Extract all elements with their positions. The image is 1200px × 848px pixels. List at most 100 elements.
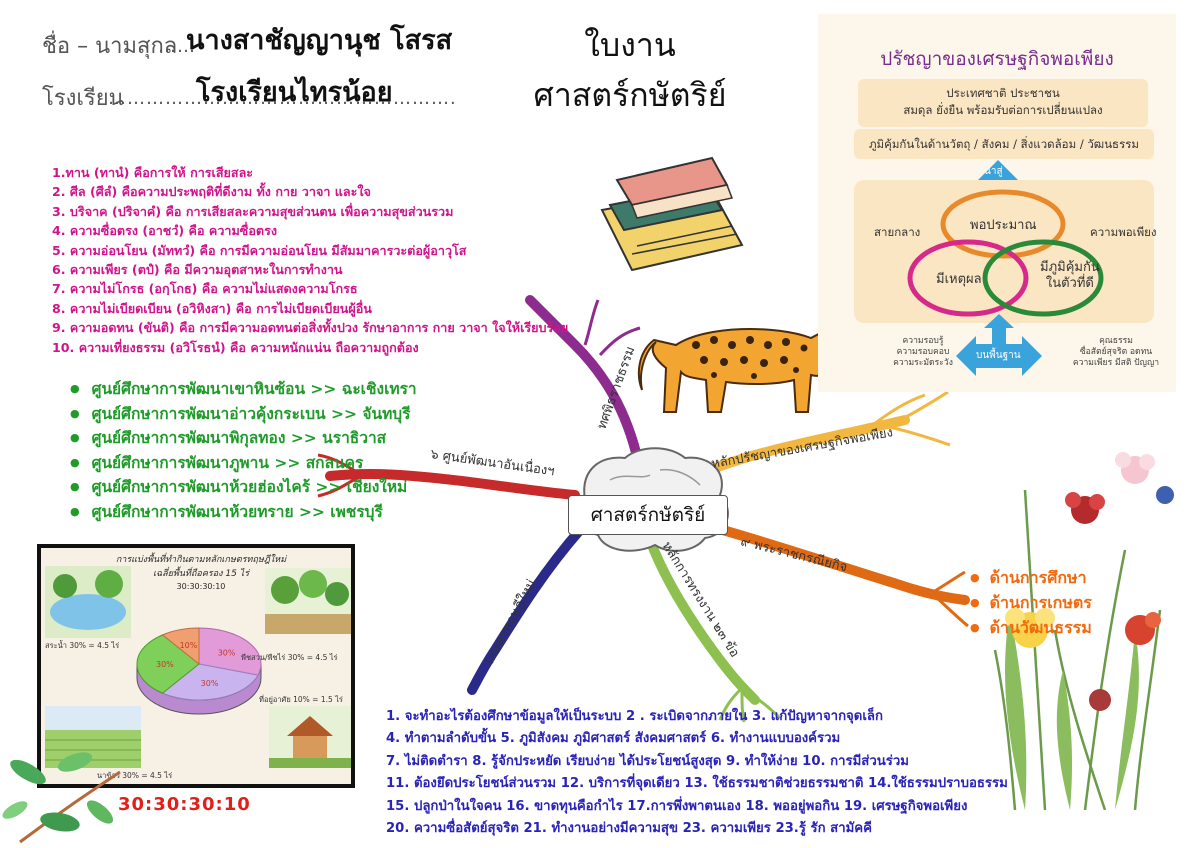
knowledge-line-1: ความรอบคอบ: [896, 347, 950, 357]
pie-slice-label: 30%: [156, 660, 174, 669]
ring-reasonableness: มีเหตุผล: [936, 272, 982, 287]
pie-slice-label: 10%: [180, 641, 198, 650]
branch-label-new-theory: เกษตรทฤษฎีใหม่: [481, 577, 539, 667]
worksheet-subtitle: ศาสตร์กษัตริย์: [533, 76, 727, 114]
ring-immunity-line-1: มีภูมิคุ้มกัน: [1040, 260, 1100, 275]
new-theory-chart: การแบ่งพื้นที่ทำกินตามหลักเกษตรทฤษฎีใหม่…: [37, 544, 355, 788]
virtue-item: 1.ทาน (ทานํ) คือการให้ การเสียสละ: [52, 165, 254, 180]
knowledge-line-2: ความระมัดระวัง: [893, 358, 953, 368]
royal-duty-item: ด้านการศึกษา: [970, 565, 1092, 590]
annotation-pond: สระน้ำ 30% = 4.5 ไร่: [45, 641, 120, 650]
royal-duty-item: ด้านการเกษตร: [970, 590, 1092, 615]
center-item: ศูนย์ศึกษาการพัฒนาพิกุลทอง >> นราธิวาส: [70, 426, 470, 451]
knowledge-block: ความรอบรู้ ความรอบคอบ ความระมัดระวัง: [878, 336, 968, 369]
branch-yellow: [705, 415, 910, 475]
center-item: ศูนย์ศึกษาการพัฒนาเขาหินซ้อน >> ฉะเชิงเท…: [70, 377, 470, 402]
virtue-block: คุณธรรม ซื่อสัตย์สุจริต อดทน ความเพียร ม…: [1058, 336, 1174, 369]
arrow-up-label: นำสู่: [984, 166, 1003, 177]
virtue-item: 9. ความอดทน (ขันติ) คือ การมีความอดทนต่อ…: [52, 320, 569, 336]
flower-red-2: [1125, 612, 1161, 645]
philosophy-goal-box: ประเทศชาติ ประชาชน สมดุล ยั่งยืน พร้อมรั…: [858, 79, 1148, 127]
philosophy-title: ปรัชญาของเศรษฐกิจพอเพียง: [880, 48, 1114, 70]
orchard-thumbnail: [265, 568, 351, 634]
books-illustration: [600, 156, 744, 272]
principle-line: 20. ความซื่อสัตย์สุจริต 21. ทำงานอย่างมี…: [386, 821, 872, 837]
pie-slice: [136, 634, 200, 694]
virtue-item: 10. ความเที่ยงธรรม (อวิโรธนํ) คือ ความหน…: [52, 339, 419, 355]
base-label: บนพื้นฐาน: [976, 350, 1021, 361]
school-name: โรงเรียนไทรน้อย: [196, 77, 393, 108]
principle-line: 7. ไม่ติดตำรา 8. รู้จักประหยัด เรียบง่าย…: [386, 753, 909, 769]
dimensions-box: ภูมิคุ้มกันในด้านวัตถุ / สังคม / สิ่งแวด…: [854, 129, 1154, 159]
virtue-item: 6. ความเพียร (ตปํ) คือ มีความอุตสาหะในกา…: [52, 262, 343, 278]
center-item: ศูนย์ศึกษาการพัฒนาภูพาน >> สกลนคร: [70, 451, 470, 476]
branch-label-principles: หลักการทรงงาน ๒๓ ข้อ: [659, 539, 742, 660]
virtue-item: 7. ความไม่โกรธ (อกฺโกธ) คือ ความไม่แสดงค…: [52, 281, 358, 297]
arrow-base-icon: [956, 314, 1042, 376]
branch-label-royal-duties: ๙ พระราชกรณียกิจ: [739, 533, 849, 575]
principle-line: 15. ปลูกป่าในใจคน 16. ขาดทุนคือกำไร 17.ก…: [386, 798, 968, 814]
pie-slice-label: 30%: [218, 648, 236, 657]
paddy-thumbnail: [45, 706, 141, 768]
principle-line: 1. จะทำอะไรต้องศึกษาข้อมูลให้เป็นระบบ 2 …: [386, 709, 883, 724]
school-label: โรงเรียน: [42, 86, 124, 111]
worksheet-title: ใบงาน: [584, 26, 676, 64]
royal-duties-list: ด้านการศึกษา ด้านการเกษตร ด้านวัฒนธรรม: [970, 565, 1092, 640]
virtue-item: 5. ความอ่อนโยน (มัททวํ) คือ การมีความอ่อ…: [52, 242, 467, 258]
leopard-illustration: [637, 325, 858, 413]
branch-label-philosophy: หลักปรัชญาของเศรษฐกิจพอเพียง: [710, 424, 894, 472]
virtue-item: 3. บริจาค (ปริจาคํ) คือ การเสียสละความสุ…: [52, 203, 454, 219]
ring-moderation: พอประมาณ: [970, 218, 1037, 233]
goal-line-2: สมดุล ยั่งยืน พร้อมรับต่อการเปลี่ยนแปลง: [903, 103, 1103, 117]
ring-immunity: มีภูมิคุ้มกัน ในตัวที่ดี: [1040, 260, 1100, 292]
ratio-label: 30:30:30:10: [118, 794, 251, 815]
philosophy-panel: ปรัชญาของเศรษฐกิจพอเพียง ประเทศชาติ ประช…: [818, 14, 1176, 392]
virtue-item: 4. ความซื่อตรง (อาชวํ) คือ ความซื่อตรง: [52, 223, 277, 239]
school-dots: ……………………………………………….: [108, 88, 457, 109]
branch-navy: [467, 525, 585, 695]
virtues-list: 1.ทาน (ทานํ) คือการให้ การเสียสละ 2. ศีล…: [52, 163, 632, 357]
center-item: ศูนย์ศึกษาการพัฒนาห้วยทราย >> เพชรบุรี: [70, 500, 470, 525]
annotation-paddy: นาข้าว 30% = 4.5 ไร่: [97, 771, 173, 780]
annotation-housing: ที่อยู่อาศัย 10% = 1.5 ไร่: [259, 695, 343, 704]
chart-title: การแบ่งพื้นที่ทำกินตามหลักเกษตรทฤษฎีใหม่: [115, 555, 287, 565]
house-thumbnail: [269, 706, 351, 768]
goal-line-1: ประเทศชาติ ประชาชน: [946, 86, 1060, 100]
branch-purple: [525, 295, 645, 475]
development-centers-list: ศูนย์ศึกษาการพัฒนาเขาหินซ้อน >> ฉะเชิงเท…: [70, 377, 470, 525]
center-item: ศูนย์ศึกษาการพัฒนาอ่าวคุ้งกระเบน >> จันท…: [70, 402, 470, 427]
principle-line: 4. ทำตามลำดับขั้น 5. ภูมิสังคม ภูมิศาสตร…: [386, 731, 841, 747]
flower-pink: [1115, 452, 1155, 484]
flower-red-1: [1065, 492, 1105, 524]
center-item: ศูนย์ศึกษาการพัฒนาห้วยฮ่องไคร้ >> เชียงใ…: [70, 475, 470, 500]
student-name: นางสาชัญญานุช โสรส: [186, 25, 453, 56]
pie-slice: [161, 627, 200, 666]
virtue-item: 2. ศีล (ศีลํ) คือความประพฤติที่ดีงาม ทั้…: [52, 184, 371, 200]
chart-subtitle: เฉลี่ยพื้นที่ถือครอง 15 ไร่: [152, 569, 250, 579]
pie-slice: [198, 627, 262, 676]
flower-red-3: [1089, 689, 1111, 711]
mindmap-center-label: ศาสตร์กษัตริย์: [568, 495, 728, 535]
arrow-up-icon: [978, 160, 1018, 192]
pie-slice: [161, 663, 259, 701]
royal-duty-item: ด้านวัฒนธรรม: [970, 615, 1092, 640]
branch-orange: [700, 520, 970, 605]
annotation-crops: พืชสวน/พืชไร่ 30% = 4.5 ไร่: [241, 653, 338, 662]
name-label: ชื่อ – นามสุกล: [42, 34, 178, 59]
middle-way-label: สายกลาง: [874, 225, 921, 239]
pond-thumbnail: [45, 566, 131, 638]
principle-line: 11. ต้องยึดประโยชน์ส่วนรวม 12. บริการที่…: [386, 776, 1008, 792]
leaves-illustration: [2, 752, 121, 844]
name-dots: ……: [158, 36, 196, 57]
pie-slice-label: 30%: [201, 679, 219, 688]
virtue-title: คุณธรรม: [1099, 336, 1133, 346]
working-principles-list: 1. จะทำอะไรต้องศึกษาข้อมูลให้เป็นระบบ 2 …: [386, 706, 1186, 840]
virtue-line-1: ซื่อสัตย์สุจริต อดทน: [1079, 347, 1153, 357]
flower-blue: [1156, 486, 1174, 504]
sufficiency-label: ความพอเพียง: [1090, 225, 1157, 239]
virtue-line-2: ความเพียร มีสติ ปัญญา: [1072, 358, 1160, 368]
pie-chart: 30% 30% 30% 10%: [136, 627, 262, 715]
branch-green: [645, 535, 760, 705]
branch-label-dasapiti: ทศพิธราชธรรม: [595, 345, 639, 432]
three-rings-diagram: [907, 189, 1104, 317]
